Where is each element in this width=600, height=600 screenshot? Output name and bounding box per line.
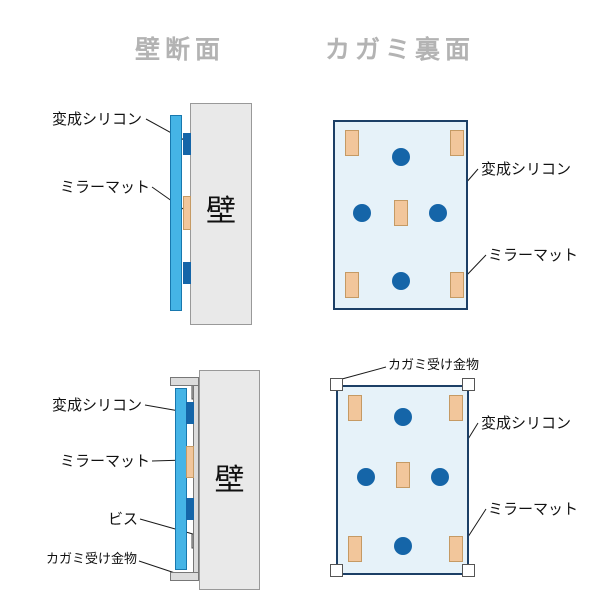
label-bracket: カガミ受け金物 xyxy=(388,358,480,373)
mirror-mat-pad xyxy=(394,200,408,226)
silicone-dot xyxy=(357,468,375,486)
mirror-edge-strip xyxy=(175,388,187,570)
silicone-dot xyxy=(431,468,449,486)
wall-block xyxy=(190,103,252,325)
silicone-dot xyxy=(392,148,410,166)
bracket-arm-top xyxy=(170,377,199,386)
mirror-mat-pad xyxy=(449,536,463,562)
mirror-mat-pad xyxy=(450,272,464,298)
title-mirror-back: カガミ裏面 xyxy=(324,35,475,64)
mirror-mat-pad xyxy=(348,536,362,562)
silicone-dot xyxy=(394,408,412,426)
label-silicone: 変成シリコン xyxy=(481,414,572,432)
silicone-pad xyxy=(186,498,194,520)
bracket-arm-bottom xyxy=(170,572,199,581)
silicone-dot xyxy=(353,204,371,222)
label-mirror-mat: ミラーマット xyxy=(60,452,151,470)
bracket-corner xyxy=(330,378,343,391)
label-silicone: 変成シリコン xyxy=(52,110,143,128)
leader-line xyxy=(341,366,387,380)
leader-line xyxy=(464,254,487,278)
mirror-mat-pad xyxy=(345,130,359,156)
bracket-corner xyxy=(462,378,475,391)
silicone-dot xyxy=(394,537,412,555)
wall-block xyxy=(199,370,260,590)
bracket-corner xyxy=(330,564,343,577)
bracket-corner xyxy=(462,564,475,577)
mirror-mat-pad xyxy=(186,446,194,478)
mirror-edge-strip xyxy=(170,115,182,311)
silicone-pad xyxy=(186,402,194,424)
label-silicone: 変成シリコン xyxy=(52,396,143,414)
silicone-dot xyxy=(392,272,410,290)
label-screw: ビス xyxy=(108,510,139,528)
mirror-mat-pad xyxy=(396,462,410,488)
wall-label: 壁 xyxy=(206,194,236,229)
silicone-pad xyxy=(183,262,191,284)
wall-label: 壁 xyxy=(214,463,245,498)
mirror-mat-pad xyxy=(183,196,191,230)
mirror-mat-pad xyxy=(449,395,463,421)
mirror-mat-pad xyxy=(348,395,362,421)
silicone-pad xyxy=(183,133,191,155)
mirror-mat-pad xyxy=(345,272,359,298)
title-wall-section: 壁断面 xyxy=(134,35,225,64)
label-mirror-mat: ミラーマット xyxy=(60,178,151,196)
mirror-mat-pad xyxy=(450,130,464,156)
silicone-dot xyxy=(429,204,447,222)
leader-line xyxy=(465,508,487,541)
label-mirror-mat: ミラーマット xyxy=(488,246,579,264)
label-bracket: カガミ受け金物 xyxy=(46,552,138,567)
label-mirror-mat: ミラーマット xyxy=(488,500,579,518)
label-silicone: 変成シリコン xyxy=(481,160,572,178)
